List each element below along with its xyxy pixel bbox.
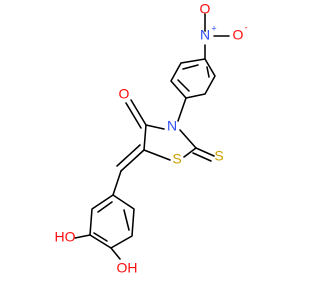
hydroxyl-upper-label: HO [55, 229, 76, 245]
ring-sulfur-label: S [172, 151, 181, 167]
bond-exocyclic-c-inner [116, 144, 141, 167]
bond-exocyclic-c [120, 149, 145, 172]
bond-c4-to-n [179, 129, 197, 149]
nitrophenyl-double-bond-3 [182, 64, 199, 70]
nitro-nitrogen-charge: + [211, 23, 216, 33]
bond-carbonyl-b [125, 102, 142, 129]
nitrophenyl-double-bond-1 [206, 66, 210, 78]
molecule-canvas: N + O - O N O S S HO OH [54, 0, 248, 276]
carbonyl-oxygen-label: O [119, 86, 130, 102]
bond-carbonyl-a [130, 99, 147, 126]
bond-s-to-c4 [183, 147, 197, 158]
hydroxyl-lower-label: OH [117, 260, 138, 276]
bond-oh-upper [74, 234, 91, 239]
catechol-double-bond-3 [97, 201, 113, 213]
bond-c3-to-s [143, 149, 171, 161]
catechol-double-bond-1 [123, 209, 130, 231]
ring-nitrogen-label: N [167, 118, 177, 134]
nitro-oxygen-right-charge: - [245, 22, 248, 32]
catechol-double-bond-2 [93, 232, 108, 242]
bond-thione-b [192, 152, 212, 162]
nitro-oxygen-right-label: O [233, 27, 244, 43]
molecule-structure: N + O - O N O S S HO OH [55, 1, 248, 276]
nitrophenyl-double-bond-2 [177, 79, 190, 92]
bond-phenyl-to-n [177, 97, 187, 122]
bond-c2-to-c3 [143, 124, 147, 151]
nitro-nitrogen-label: N [200, 27, 210, 43]
nitrophenyl-ring-outline [170, 58, 216, 99]
bond-oh-lower [110, 247, 121, 260]
bond-methine-to-ring [112, 170, 122, 196]
nitro-oxygen-top-label: O [200, 1, 211, 17]
bond-thione-a [195, 147, 215, 157]
bond-n-to-c2 [145, 124, 165, 130]
thione-sulfur-label: S [214, 148, 223, 164]
